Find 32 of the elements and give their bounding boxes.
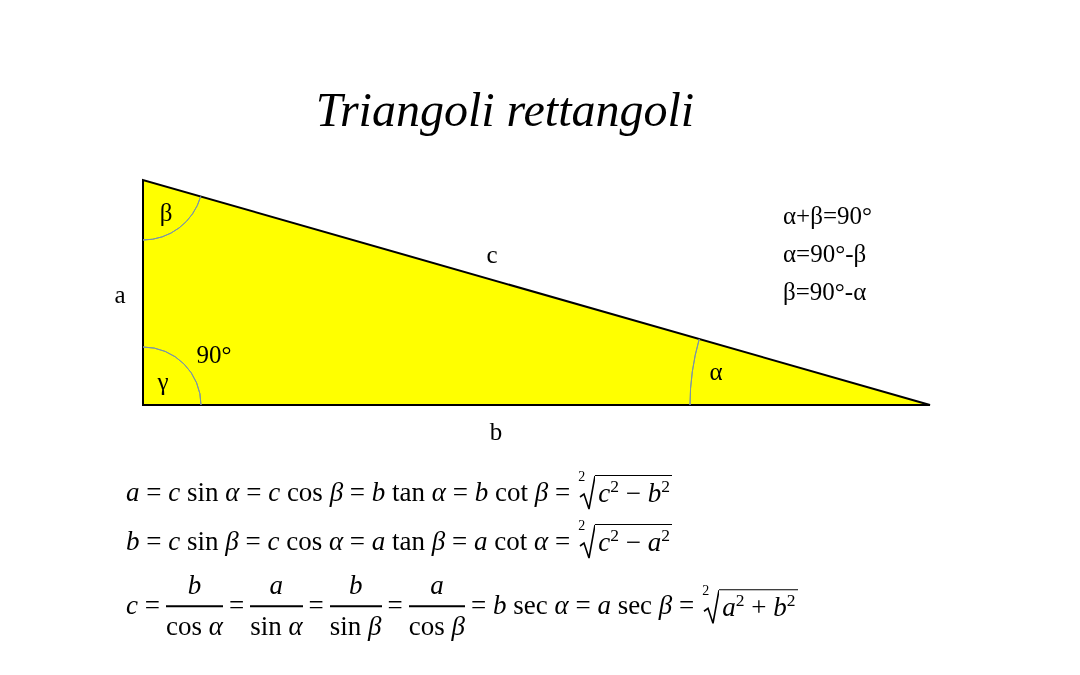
root-index: 2 bbox=[578, 518, 586, 534]
angle-label: α bbox=[709, 358, 723, 386]
side-label: a bbox=[114, 281, 126, 309]
formula-text: = b sec α = a sec β = bbox=[471, 590, 695, 622]
title: Triangoli rettangoli bbox=[315, 82, 695, 137]
fraction-numerator: b bbox=[348, 570, 363, 602]
formula-text: = bbox=[228, 590, 245, 622]
equation: α=90°-β bbox=[783, 240, 867, 268]
angle-label: γ bbox=[157, 368, 169, 396]
angle-value: 90° bbox=[196, 341, 232, 369]
equation: β=90°-α bbox=[783, 278, 867, 306]
angle-label: β bbox=[159, 199, 173, 227]
root-index: 2 bbox=[702, 583, 710, 599]
radicand: c$^{2}$ − a$^{2}$ bbox=[595, 524, 672, 559]
fraction-numerator: a bbox=[269, 570, 284, 602]
fraction-denominator: cos α bbox=[165, 610, 223, 642]
fraction-denominator: sin α bbox=[250, 610, 303, 642]
side-label: c bbox=[486, 241, 498, 269]
fraction-denominator: cos β bbox=[408, 610, 465, 642]
formula-text: b = c sin β = c cos α = a tan β = a cot α = bbox=[126, 525, 571, 557]
fraction-numerator: a bbox=[430, 570, 444, 602]
side-label: b bbox=[489, 418, 503, 446]
radicand: c$^{2}$ − b$^{2}$ bbox=[595, 475, 672, 510]
root-index: 2 bbox=[578, 469, 586, 485]
formula-text: = bbox=[387, 590, 403, 622]
fraction-denominator: sin β bbox=[329, 610, 382, 642]
formula-text: = bbox=[308, 590, 324, 622]
formula-text: c = bbox=[126, 590, 160, 622]
formula-text: a = c sin α = c cos β = b tan α = b cot β = bbox=[126, 476, 571, 508]
equation: α+β=90° bbox=[783, 202, 872, 230]
radicand: a$^{2}$ + b$^{2}$ bbox=[719, 589, 798, 624]
fraction-numerator: b bbox=[187, 570, 202, 602]
